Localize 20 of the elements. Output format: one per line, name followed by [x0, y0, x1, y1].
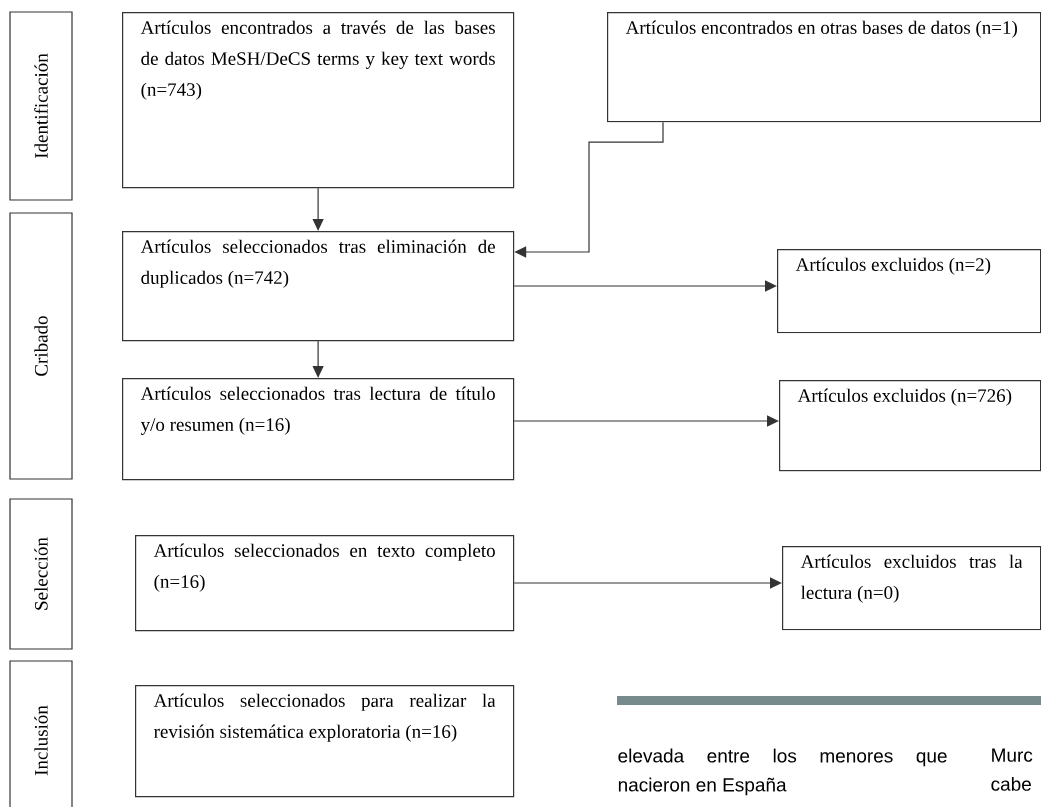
process-box: Artículos excluidos tras la lectura (n=0) [782, 546, 1041, 631]
process-box: Artículos encontrados a través de las bases de datos MeSH/DeCS terms y key text words (n=743) [122, 12, 515, 189]
arrow [312, 340, 324, 378]
stage-box: Cribado [9, 212, 73, 480]
body-text: Murc cabe [991, 748, 1033, 791]
process-box: Artículos seleccionados para realizar la revisión sistemática exploratoria (n=16) [135, 685, 515, 798]
process-box: Artículos encontrados en otras bases de datos (n=1) [607, 12, 1041, 123]
stage-box: Selección [9, 498, 73, 650]
arrow [513, 577, 782, 589]
body-text: elevada entre los menores que nacieron en España [618, 748, 947, 796]
process-box: Artículos excluidos (n=2) [777, 249, 1041, 334]
stage-box: Identificación [9, 11, 73, 201]
process-box: Artículos seleccionados tras eliminación de duplicados (n=742) [122, 231, 515, 342]
arrow [513, 280, 777, 292]
stage-box: Inclusión [9, 660, 73, 807]
process-box: Artículos excluidos (n=726) [779, 380, 1041, 472]
arrow [312, 187, 324, 231]
process-box: Artículos seleccionados tras lectura de título y/o resumen (n=16) [122, 378, 515, 481]
process-box: Artículos seleccionados en texto completo (n=16) [135, 535, 515, 632]
arrow [513, 415, 779, 427]
